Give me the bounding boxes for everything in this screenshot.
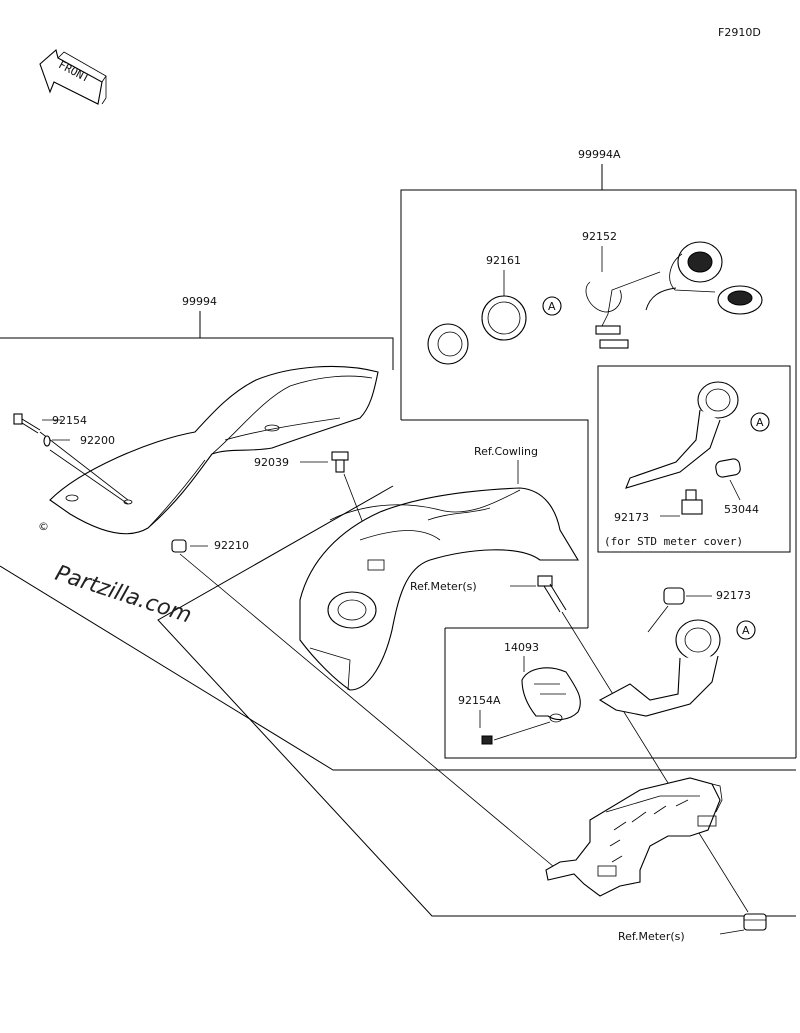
- washer-92200-part: 92200: [43, 434, 115, 447]
- marker-a-2-text: A: [756, 416, 764, 429]
- grommet-92173-std-part: 92173: [614, 489, 703, 524]
- assembly-99994a-outline: 99994A: [400, 148, 797, 759]
- screw-92154a-part: 92154A: [458, 694, 551, 745]
- washer-92161-part: 92161: [481, 254, 527, 341]
- std-meter-cover-box: [597, 365, 791, 553]
- marker-a-1-text: A: [548, 300, 556, 313]
- label-ref-cowling: Ref.Cowling: [474, 445, 538, 458]
- label-99994: 99994: [182, 295, 217, 308]
- meter-bolt-reference-part: Ref.Meter(s): [410, 575, 567, 613]
- ignition-switch-part: [595, 241, 763, 349]
- cowling-reference-part: Ref.Cowling: [299, 445, 579, 691]
- label-92154: 92154: [52, 414, 87, 427]
- leader-92210: [179, 553, 561, 873]
- bolt-92154-part: 92154: [13, 413, 87, 434]
- cover-14093-part: 14093: [504, 641, 581, 723]
- label-92173: 92173: [716, 589, 751, 602]
- leader-ref-meter: [561, 611, 749, 913]
- meter-grommet-reference-part: Ref.Meter(s): [618, 913, 767, 943]
- marker-a-3-text: A: [742, 624, 750, 637]
- label-92152: 92152: [582, 230, 617, 243]
- label-ref-meter-2: Ref.Meter(s): [618, 930, 685, 943]
- watermark: Partzilla.com: [52, 561, 195, 629]
- leader-92154: [39, 431, 129, 501]
- label-92173-std: 92173: [614, 511, 649, 524]
- marker-a-1: A: [542, 296, 562, 316]
- ring-nut-part: [427, 323, 469, 365]
- label-92039: 92039: [254, 456, 289, 469]
- std-meter-cover-note: (for STD meter cover): [604, 535, 743, 548]
- front-arrow-icon: FRONT: [39, 48, 107, 105]
- label-92161: 92161: [486, 254, 521, 267]
- assembly-99994-outline: 99994: [0, 295, 796, 917]
- grommet-92210-part: 92210: [171, 539, 249, 553]
- label-92210: 92210: [214, 539, 249, 552]
- label-14093: 14093: [504, 641, 539, 654]
- screw-92039-part: 92039: [254, 451, 349, 473]
- label-92200: 92200: [80, 434, 115, 447]
- windshield-part: [49, 365, 379, 535]
- meter-bracket-std-part: A: [625, 381, 770, 489]
- label-92154a: 92154A: [458, 694, 501, 707]
- label-99994a: 99994A: [578, 148, 621, 161]
- label-53044: 53044: [724, 503, 759, 516]
- lower-stay-part: [545, 777, 723, 897]
- copyright-symbol: ©: [38, 520, 49, 533]
- label-ref-meter-1: Ref.Meter(s): [410, 580, 477, 593]
- leader-92200: [49, 449, 129, 505]
- figure-code: F2910D: [718, 26, 761, 39]
- sleeve-53044-part: 53044: [715, 458, 759, 516]
- meter-bracket-part: 92173 A: [598, 587, 756, 717]
- clip-92152-part: 92152: [582, 230, 622, 313]
